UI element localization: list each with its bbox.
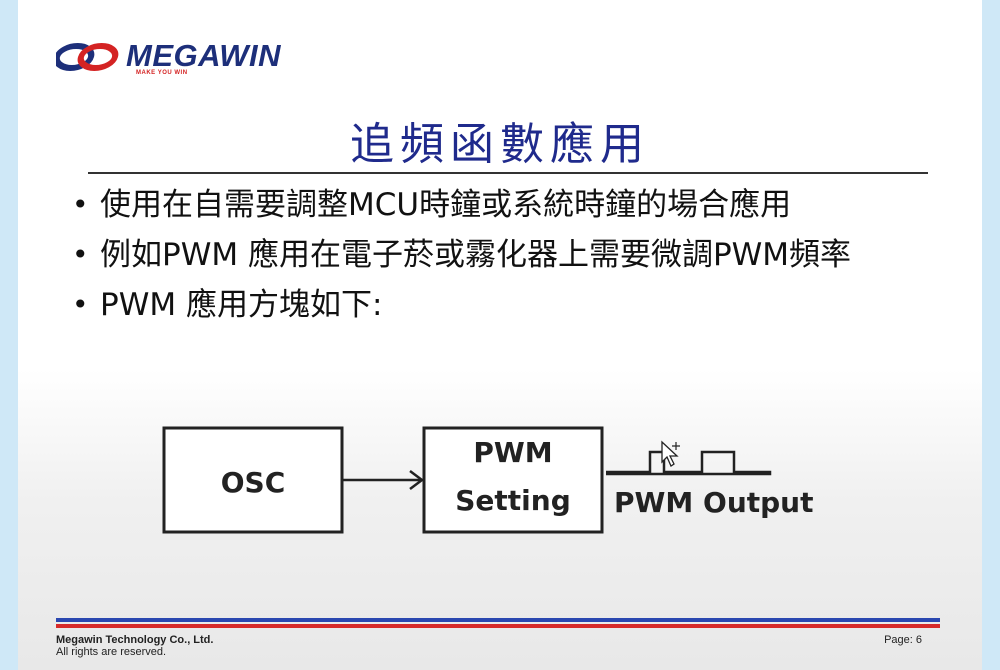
pwm-setting-block (422, 426, 604, 534)
logo-tagline: MAKE YOU WIN (136, 70, 188, 76)
footer-company: Megawin Technology Co., Ltd. (56, 634, 214, 646)
arrow-head-icon (409, 470, 425, 490)
bullet-item: 使用在自需要調整MCU時鐘或系統時鐘的場合應用 (68, 180, 851, 230)
bullet-item: PWM 應用方塊如下: (68, 280, 851, 330)
title-divider (88, 172, 928, 174)
page-number: Page: 6 (884, 634, 922, 646)
osc-label: OSC (221, 466, 286, 499)
pwm-setting-label-line1: PWM (473, 436, 552, 469)
footer-rule-blue (56, 618, 940, 622)
footer-company-info: Megawin Technology Co., Ltd. All rights … (56, 634, 213, 658)
slide-title: 追頻函數應用 (350, 119, 650, 170)
bullet-item: 例如PWM 應用在電子菸或霧化器上需要微調PWM頻率 (68, 230, 851, 280)
pwm-waveform-icon (606, 450, 772, 476)
pwm-setting-label-line2: Setting (455, 484, 571, 517)
logo-wordmark: MEGAWIN (126, 38, 282, 73)
mouse-cursor-icon (661, 440, 680, 467)
megawin-logo-icon (56, 43, 119, 71)
slide: MEGAWIN MAKE YOU WIN 追頻函數應用 使用在自需要調整MCU時… (18, 0, 982, 670)
bullet-list: 使用在自需要調整MCU時鐘或系統時鐘的場合應用 例如PWM 應用在電子菸或霧化器… (68, 180, 851, 330)
osc-block (162, 426, 344, 534)
megawin-logo: MEGAWIN MAKE YOU WIN (56, 38, 306, 88)
footer-rule-red (56, 624, 940, 628)
pwm-block-diagram: OSC PWM Setting PWM Output (162, 426, 814, 534)
pwm-output-label: PWM Output (614, 486, 814, 519)
footer-rights: All rights are reserved. (56, 646, 167, 658)
